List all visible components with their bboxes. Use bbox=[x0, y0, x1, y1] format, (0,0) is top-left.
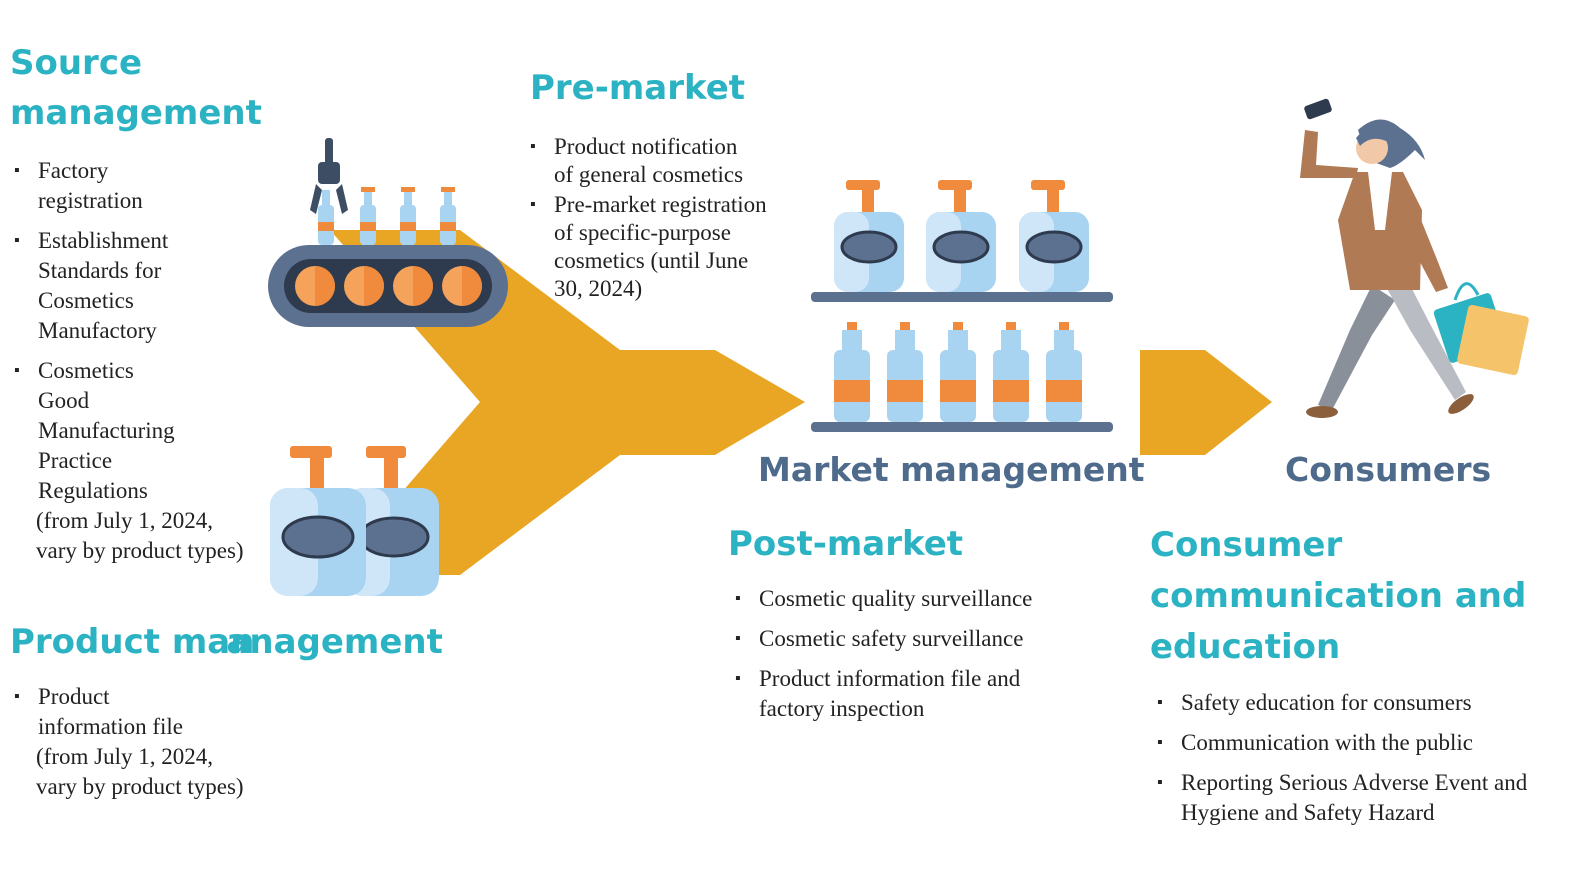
source-management-heading: Source management bbox=[10, 38, 262, 138]
pump-bottle-icon bbox=[270, 446, 366, 596]
pre-market-heading: Pre-market bbox=[530, 68, 746, 108]
pre-market-list: Product notification of general cosmetic… bbox=[530, 133, 800, 313]
list-item: Product notification of general cosmetic… bbox=[530, 133, 800, 189]
consumer-communication-list: Safety education for consumers Communica… bbox=[1157, 688, 1577, 838]
list-item: Establishment Standards for Cosmetics Ma… bbox=[14, 226, 274, 346]
post-market-heading: Post-market bbox=[728, 524, 964, 564]
list-item: Reporting Serious Adverse Event and Hygi… bbox=[1157, 768, 1577, 828]
consumers-heading: Consumers bbox=[1285, 450, 1492, 489]
source-heading-line2: management bbox=[10, 93, 262, 133]
product-management-heading: Product mananagement bbox=[10, 620, 443, 664]
store-shelf-icon bbox=[811, 180, 1113, 432]
conveyor-belt-with-robotic-arm-icon bbox=[268, 138, 508, 327]
market-management-heading: Market management bbox=[758, 450, 1145, 489]
list-item: Cosmetic safety surveillance bbox=[735, 624, 1115, 654]
woman-shopper-icon bbox=[1300, 98, 1529, 418]
list-item: Cosmetics Good Manufacturing Practice Re… bbox=[14, 356, 274, 566]
source-heading-line1: Source bbox=[10, 43, 143, 83]
source-management-list: Factory registration Establishment Stand… bbox=[14, 156, 274, 576]
list-item: Product information file (from July 1, 2… bbox=[14, 682, 284, 802]
list-item: Pre-market registration of specific-purp… bbox=[530, 191, 800, 303]
product-heading-part-a: Product man bbox=[10, 622, 255, 662]
list-item: Cosmetic quality surveillance bbox=[735, 584, 1115, 614]
list-item: Factory registration bbox=[14, 156, 274, 216]
post-market-list: Cosmetic quality surveillance Cosmetic s… bbox=[735, 584, 1115, 734]
list-item: Communication with the public bbox=[1157, 728, 1577, 758]
list-item: Product information file and factory ins… bbox=[735, 664, 1115, 724]
list-item: Safety education for consumers bbox=[1157, 688, 1577, 718]
product-management-list: Product information file (from July 1, 2… bbox=[14, 682, 284, 812]
flow-arrow-icon bbox=[1140, 350, 1272, 455]
consumer-communication-heading: Consumer communication and education bbox=[1150, 525, 1527, 667]
product-heading-part-b: anagement bbox=[226, 622, 443, 662]
